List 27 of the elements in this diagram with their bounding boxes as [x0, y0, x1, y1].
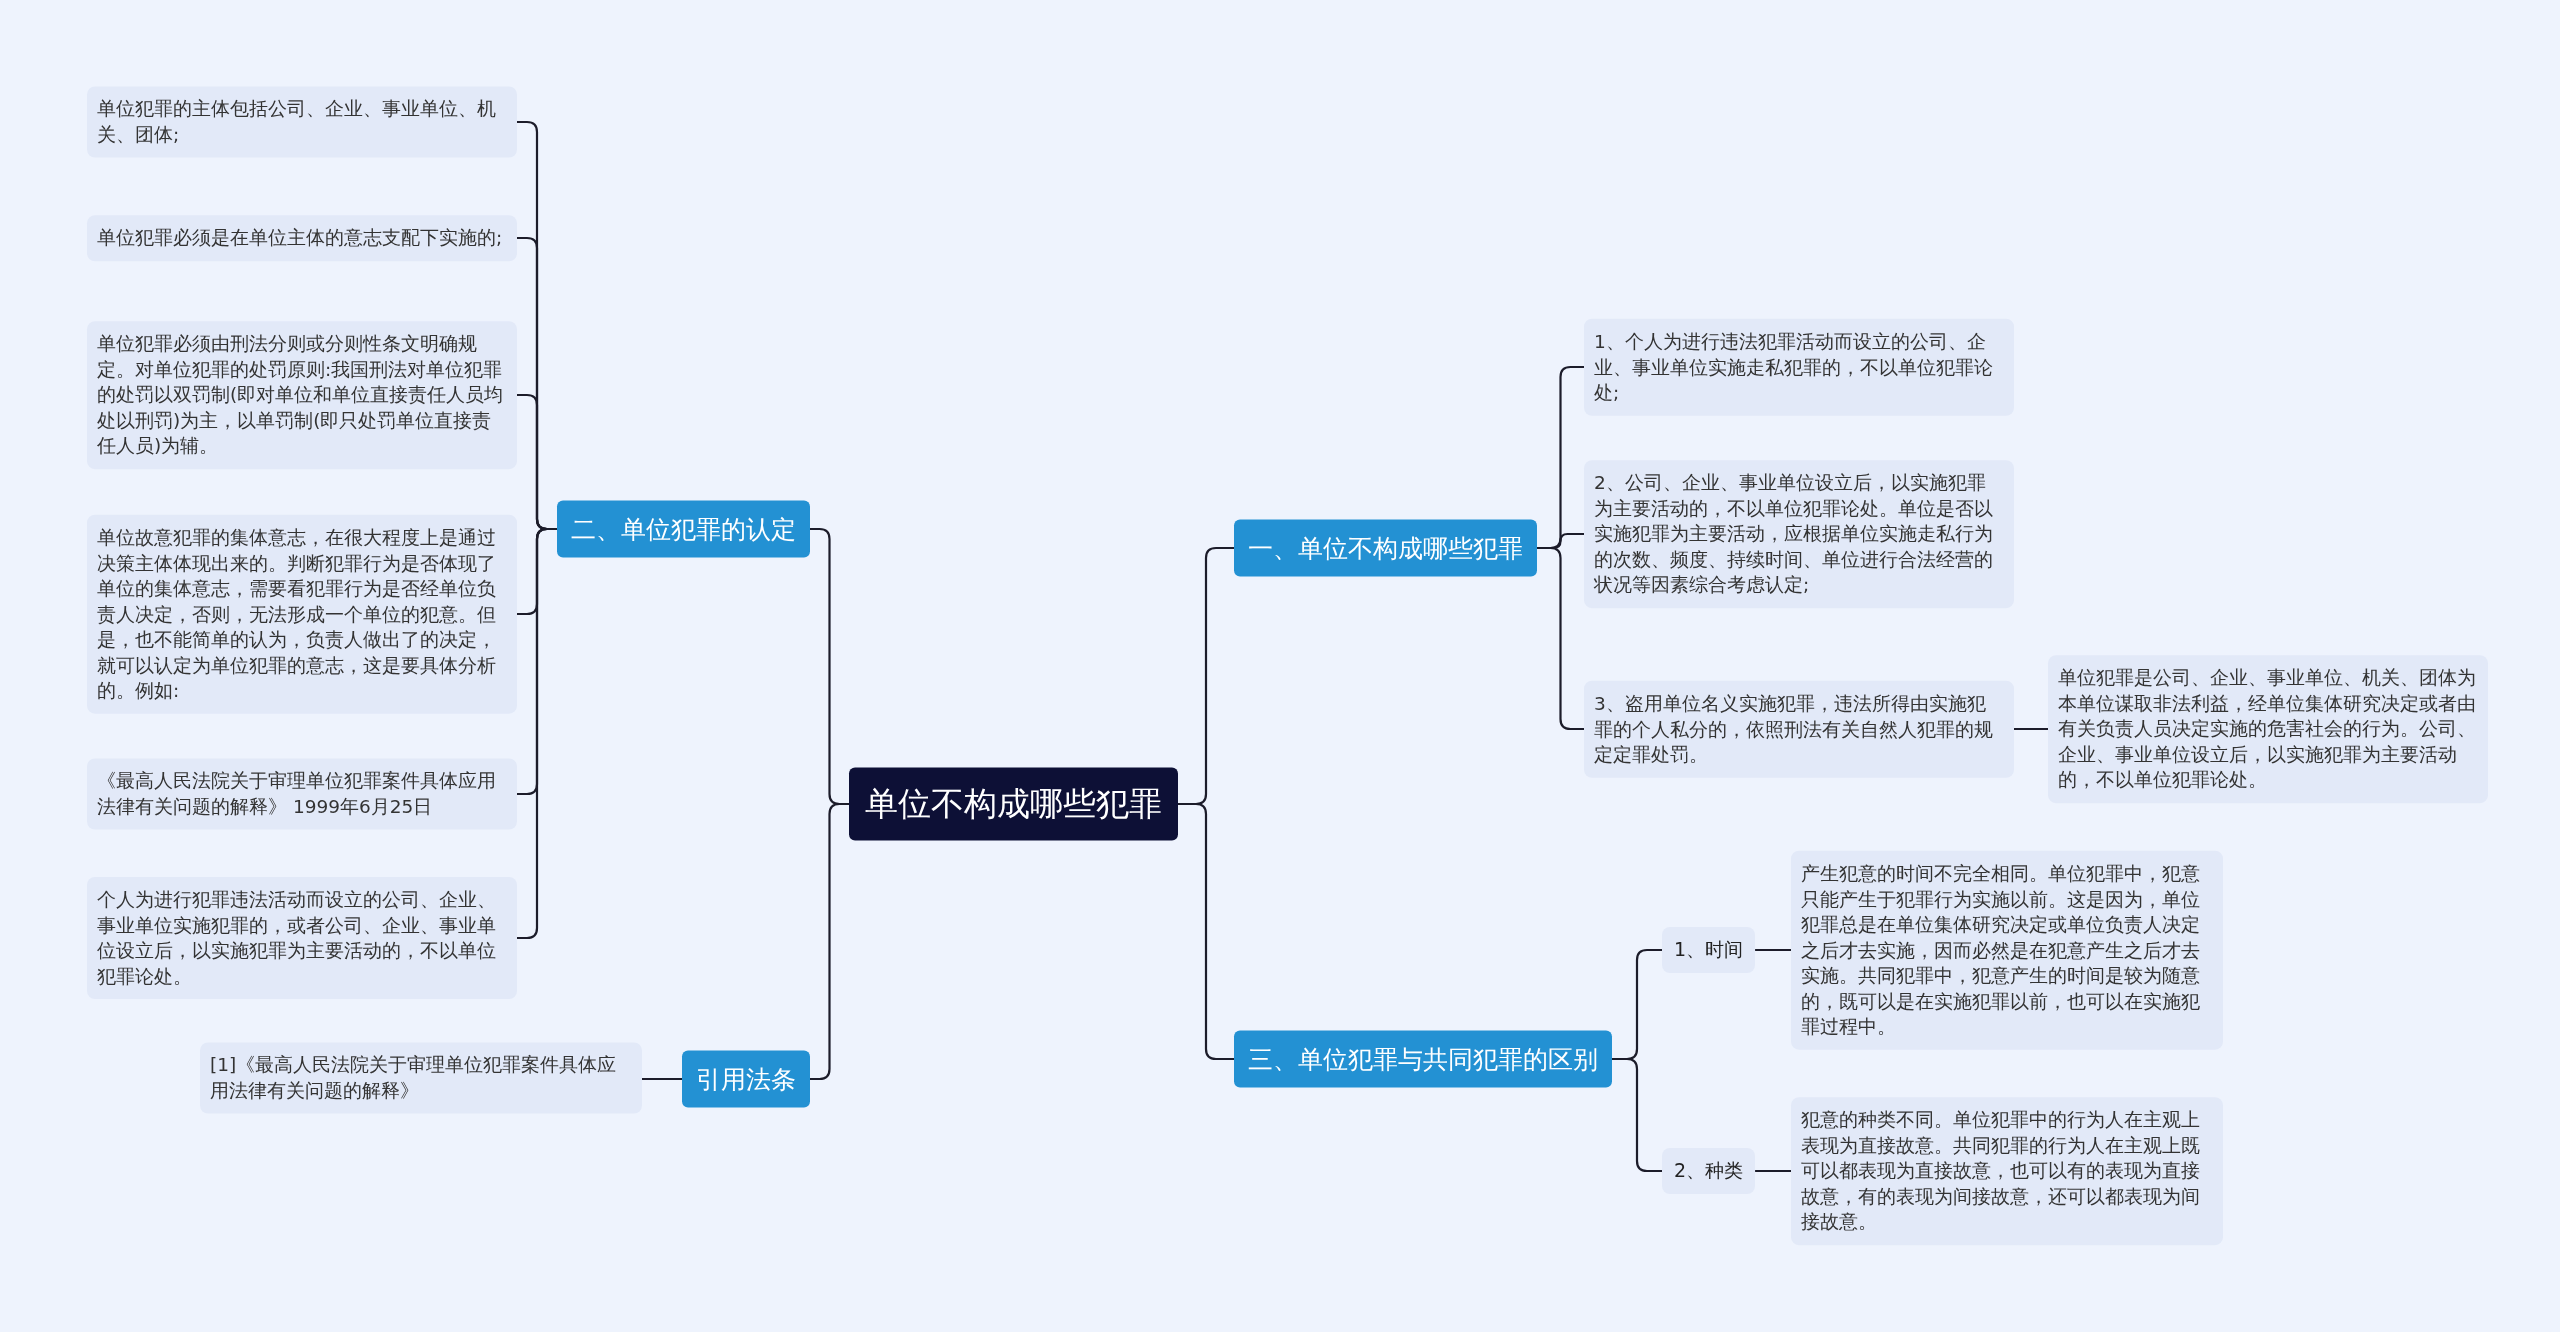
branch-topic: 引用法条 [682, 1050, 810, 1108]
note-card: 产生犯意的时间不完全相同。单位犯罪中，犯意只能产生于犯罪行为实施以前。这是因为，单位犯罪总是在单位集体研究决定或单位负责人决定之后才去实施，因而必然是在犯意产生之后才去实施。共同犯罪中，犯意产生的时间是较为随意的，既可以是在实施犯罪以前，也可以在实施犯罪过程中。 [1791, 850, 2223, 1050]
note-card: 犯意的种类不同。单位犯罪中的行为人在主观上表现为直接故意。共同犯罪的行为人在主观上既可以都表现为直接故意，也可以有的表现为直接故意，有的表现为间接故意，还可以都表现为间接故意。 [1791, 1097, 2223, 1245]
central-topic: 单位不构成哪些犯罪 [849, 767, 1178, 841]
note-card: 2、公司、企业、事业单位设立后，以实施犯罪为主要活动的，不以单位犯罪论处。单位是否以实施犯罪为主要活动，应根据单位实施走私行为的次数、频度、持续时间、单位进行合法经营的状况等因素综合考虑认定; [1584, 460, 2014, 608]
note-card: 单位犯罪必须由刑法分则或分则性条文明确规定。对单位犯罪的处罚原则:我国刑法对单位犯罪的处罚以双罚制(即对单位和单位直接责任人员均处以刑罚)为主，以单罚制(即只处罚单位直接责任人员)为辅。 [87, 321, 517, 469]
note-card: 单位故意犯罪的集体意志，在很大程度上是通过决策主体体现出来的。判断犯罪行为是否体现了单位的集体意志，需要看犯罪行为是否经单位负责人决定，否则，无法形成一个单位的犯意。但是，也不能简单的认为，负责人做出了的决定，就可以认定为单位犯罪的意志，这是要具体分析的。例如: [87, 514, 517, 714]
note-card: 单位犯罪必须是在单位主体的意志支配下实施的; [87, 215, 517, 261]
connector-line [1755, 948, 1791, 952]
note-card: [1]《最高人民法院关于审理单位犯罪案件具体应用法律有关问题的解释》 [200, 1042, 642, 1114]
subtopic-label: 2、种类 [1662, 1148, 1756, 1194]
connector-line [1537, 546, 1584, 731]
connector-line [810, 802, 849, 1081]
note-card: 单位犯罪的主体包括公司、企业、事业单位、机关、团体; [87, 86, 517, 158]
connector-line [642, 1077, 682, 1081]
note-card: 《最高人民法院关于审理单位犯罪案件具体应用法律有关问题的解释》 1999年6月25日 [87, 758, 517, 830]
subtopic-label: 1、时间 [1662, 927, 1756, 973]
connector-line [517, 527, 557, 940]
connector-line [2014, 727, 2048, 731]
branch-topic: 三、单位犯罪与共同犯罪的区别 [1234, 1030, 1612, 1088]
connector-line [1755, 1169, 1791, 1173]
branch-topic: 二、单位犯罪的认定 [557, 500, 810, 558]
note-card: 1、个人为进行违法犯罪活动而设立的公司、企业、事业单位实施走私犯罪的，不以单位犯罪论处; [1584, 318, 2014, 416]
note-card: 3、盗用单位名义实施犯罪，违法所得由实施犯罪的个人私分的，依照刑法有关自然人犯罪的规定定罪处罚。 [1584, 680, 2014, 778]
branch-topic: 一、单位不构成哪些犯罪 [1234, 519, 1537, 577]
note-card: 单位犯罪是公司、企业、事业单位、机关、团体为本单位谋取非法利益，经单位集体研究决定或者由有关负责人员决定实施的危害社会的行为。公司、企业、事业单位设立后，以实施犯罪为主要活动的，不以单位犯罪论处。 [2048, 655, 2488, 803]
note-card: 个人为进行犯罪违法活动而设立的公司、企业、事业单位实施犯罪的，或者公司、企业、事业单位设立后，以实施犯罪为主要活动的，不以单位犯罪论处。 [87, 876, 517, 1000]
